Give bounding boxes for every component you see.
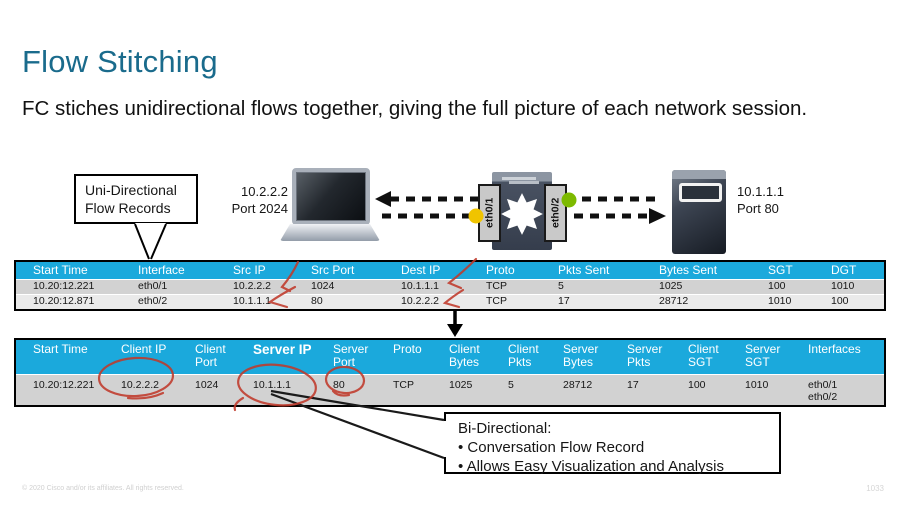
unidirectional-callout: Uni-Directional Flow Records — [74, 174, 198, 224]
note-bullet: • Conversation Flow Record — [458, 439, 645, 457]
unidirectional-flow-table: Start Time Interface Src IP Src Port Des… — [14, 260, 886, 311]
routing-arrows-icon — [501, 193, 543, 235]
table-row: 10.20:12.221 eth0/1 10.2.2.2 1024 10.1.1… — [16, 279, 884, 294]
switch-detail-line — [509, 181, 539, 184]
column-header: Server Port — [333, 342, 369, 369]
table-cell: 80 — [333, 379, 345, 391]
server-port: Port 80 — [737, 200, 779, 216]
table-cell: TCP — [486, 280, 507, 292]
table-cell: 10.20:12.221 — [33, 379, 95, 391]
table-cell: 100 — [688, 379, 706, 391]
bidirectional-note: Bi-Directional: • Conversation Flow Reco… — [444, 412, 781, 476]
column-header: Client Port — [195, 342, 226, 369]
column-header: Server IP — [253, 342, 312, 357]
copyright-text: © 2020 Cisco and/or its affiliates. All … — [22, 485, 184, 492]
stitched-flow-table: Start Time Client IP Client Port Server … — [14, 338, 886, 407]
laptop-icon — [280, 168, 380, 244]
column-header: Server Pkts — [627, 342, 663, 369]
column-header: Pkts Sent — [558, 263, 610, 277]
client-address-label: 10.2.2.2 Port 2024 — [212, 184, 288, 218]
table-cell: TCP — [486, 295, 507, 307]
table-cell: 1010 — [745, 379, 769, 391]
column-header: Src Port — [311, 263, 355, 277]
column-header: Dest IP — [401, 263, 441, 277]
table-cell: 80 — [311, 295, 323, 307]
table-cell: 28712 — [659, 295, 689, 307]
server-top-face — [672, 170, 726, 179]
slide-subtitle: FC stiches unidirectional flows together… — [22, 97, 808, 120]
column-header: Start Time — [33, 263, 88, 277]
table-cell: 100 — [768, 280, 786, 292]
table-cell: 10.1.1.1 — [253, 379, 291, 391]
laptop-screen — [292, 168, 370, 225]
server-ip: 10.1.1.1 — [737, 184, 784, 199]
table-cell: 5 — [558, 280, 564, 292]
column-header: Client Bytes — [449, 342, 480, 369]
column-header: Src IP — [233, 263, 266, 277]
column-header: Client Pkts — [508, 342, 539, 369]
table-cell: 10.2.2.2 — [121, 379, 159, 391]
switch-detail-line — [502, 177, 536, 180]
table-cell: 1010 — [768, 295, 792, 307]
table-cell: 1024 — [195, 379, 219, 391]
table-cell: 17 — [558, 295, 570, 307]
table-cell: 1025 — [659, 280, 683, 292]
column-header: Proto — [486, 263, 515, 277]
table-cell: 17 — [627, 379, 639, 391]
server-icon — [672, 170, 726, 254]
column-header: Bytes Sent — [659, 263, 718, 277]
table-cell: 10.2.2.2 — [401, 295, 439, 307]
server-drive-slot — [679, 183, 722, 202]
client-port: Port 2024 — [231, 200, 288, 216]
table-cell: eth0/1 eth0/2 — [808, 379, 838, 403]
column-header: Server SGT — [745, 342, 781, 369]
table-cell: 10.1.1.1 — [233, 295, 271, 307]
server-address-label: 10.1.1.1 Port 80 — [737, 184, 817, 218]
column-header: Interfaces — [808, 342, 861, 356]
interface-label-eth01: eth0/1 — [478, 184, 501, 242]
table-cell: eth0/2 — [138, 295, 168, 307]
column-header: Client SGT — [688, 342, 719, 369]
table-cell: 10.20:12.871 — [33, 295, 95, 307]
column-header: DGT — [831, 263, 857, 277]
column-header: Proto — [393, 342, 422, 356]
slide-number: 1033 — [866, 484, 884, 493]
callout-pointer — [134, 223, 167, 260]
interface-label-eth02: eth0/2 — [544, 184, 567, 242]
table-cell: 10.20:12.221 — [33, 280, 95, 292]
laptop-base — [280, 224, 380, 241]
callout-line1: Uni-Directional — [85, 181, 177, 198]
table-cell: 28712 — [563, 379, 593, 391]
table-cell: 100 — [831, 295, 849, 307]
note-bullet: • Allows Easy Visualization and Analysis — [458, 458, 724, 476]
table-header-row: Start Time Interface Src IP Src Port Des… — [16, 262, 884, 279]
page-title: Flow Stitching — [22, 44, 218, 79]
stitch-down-arrow — [447, 311, 463, 337]
table-cell: eth0/1 — [138, 280, 168, 292]
table-cell: 1025 — [449, 379, 473, 391]
table-row: 10.20:12.871 eth0/2 10.1.1.1 80 10.2.2.2… — [16, 294, 884, 309]
client-ip: 10.2.2.2 — [241, 184, 288, 199]
table-cell: TCP — [393, 379, 414, 391]
table-cell: 10.1.1.1 — [401, 280, 439, 292]
callout-line2: Flow Records — [85, 200, 171, 216]
column-header: Server Bytes — [563, 342, 599, 369]
column-header: Client IP — [121, 342, 167, 356]
table-cell: 10.2.2.2 — [233, 280, 271, 292]
column-header: Start Time — [33, 342, 88, 356]
column-header: Interface — [138, 263, 185, 277]
table-header-row: Start Time Client IP Client Port Server … — [16, 340, 884, 374]
column-header: SGT — [768, 263, 793, 277]
note-title: Bi-Directional: — [458, 420, 552, 437]
table-cell: 1010 — [831, 280, 855, 292]
table-cell: 5 — [508, 379, 514, 391]
table-cell: 1024 — [311, 280, 335, 292]
table-row: 10.20:12.221 10.2.2.2 1024 10.1.1.1 80 T… — [16, 374, 884, 405]
